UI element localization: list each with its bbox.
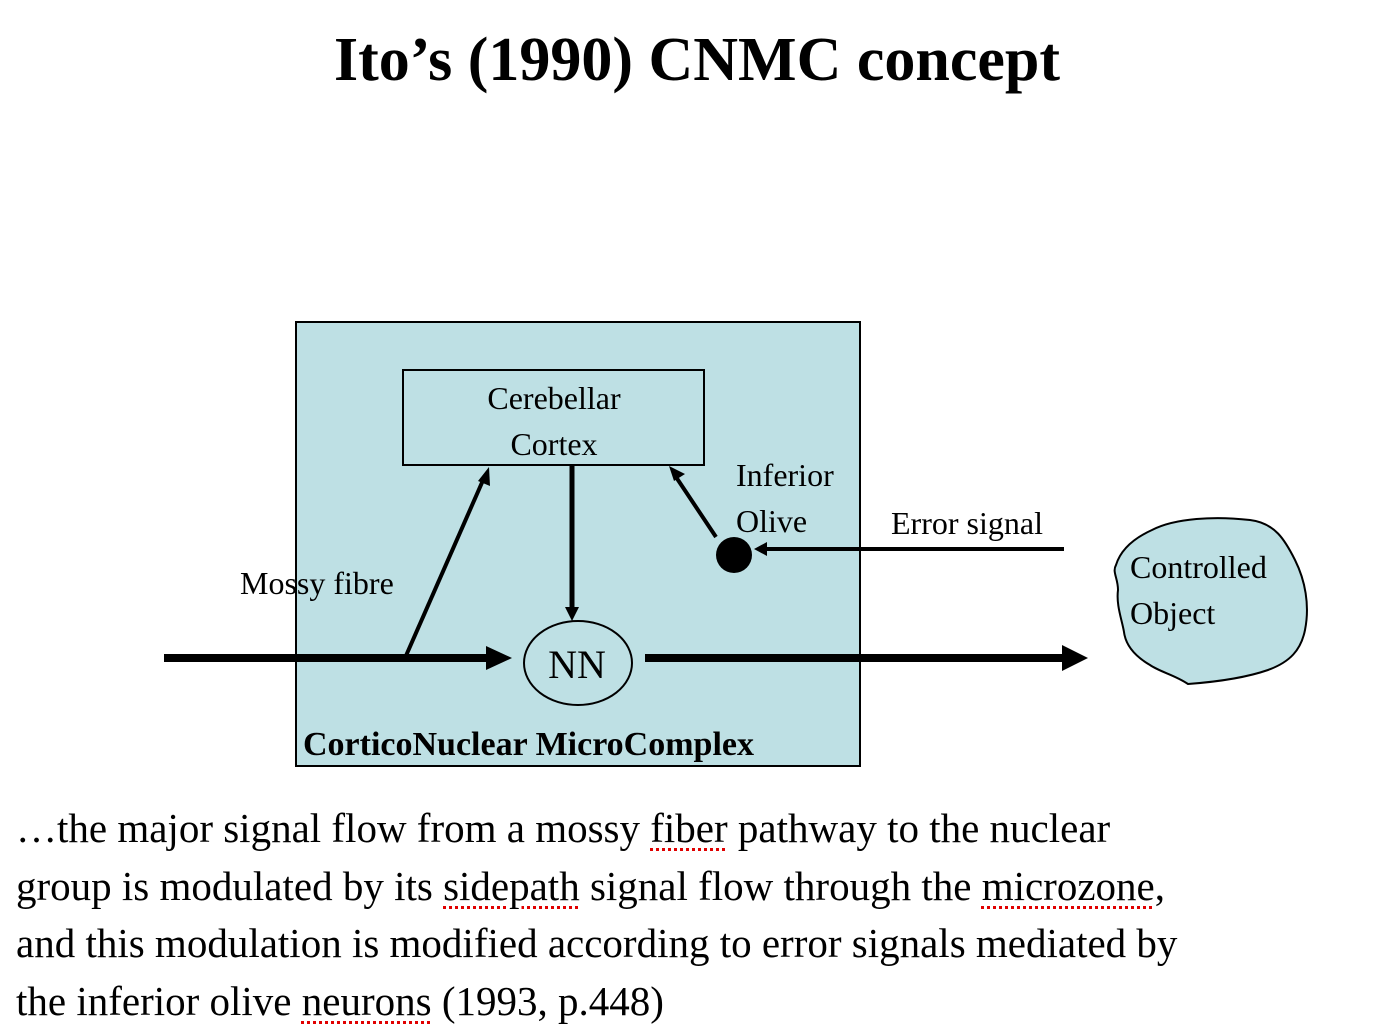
cerebellar-cortex-label-line1: Cerebellar <box>487 380 621 416</box>
quote-text: signal flow through the <box>580 863 982 909</box>
spellcheck-flagged-word[interactable]: fiber <box>650 805 727 851</box>
ito-quote: …the major signal flow from a mossy fibe… <box>16 800 1394 1030</box>
spellcheck-flagged-word[interactable]: neurons <box>302 978 432 1024</box>
quote-line: and this modulation is modified accordin… <box>16 915 1394 973</box>
nuclear-neuron-label: NN <box>548 642 606 687</box>
inferior-olive-label-line2: Olive <box>736 503 807 539</box>
error-signal-label: Error signal <box>891 505 1043 541</box>
quote-line: …the major signal flow from a mossy fibe… <box>16 800 1394 858</box>
spellcheck-flagged-word[interactable]: sidepath <box>443 863 580 909</box>
quote-line: group is modulated by its sidepath signa… <box>16 858 1394 916</box>
quote-text: pathway to the nuclear <box>728 805 1111 851</box>
inferior-olive-label-line1: Inferior <box>736 457 834 493</box>
quote-line: the inferior olive neurons (1993, p.448) <box>16 973 1394 1030</box>
cerebellar-cortex-label-line2: Cortex <box>510 426 597 462</box>
quote-text: the inferior olive <box>16 978 302 1024</box>
controlled-object-label-line1: Controlled <box>1130 549 1267 585</box>
quote-text: group is modulated by its <box>16 863 443 909</box>
controlled-object-label-line2: Object <box>1130 595 1215 631</box>
cnmc-box-label: CorticoNuclear MicroComplex <box>303 726 754 763</box>
quote-text: (1993, p.448) <box>432 978 664 1024</box>
output-arrowhead <box>1062 645 1088 671</box>
quote-text: …the major signal flow from a mossy <box>16 805 650 851</box>
spellcheck-flagged-word[interactable]: microzone <box>982 863 1155 909</box>
quote-text: , <box>1155 863 1165 909</box>
inferior-olive-node <box>716 537 752 573</box>
quote-text: and this modulation is modified accordin… <box>16 920 1177 966</box>
mossy-fibre-label: Mossy fibre <box>240 565 394 601</box>
